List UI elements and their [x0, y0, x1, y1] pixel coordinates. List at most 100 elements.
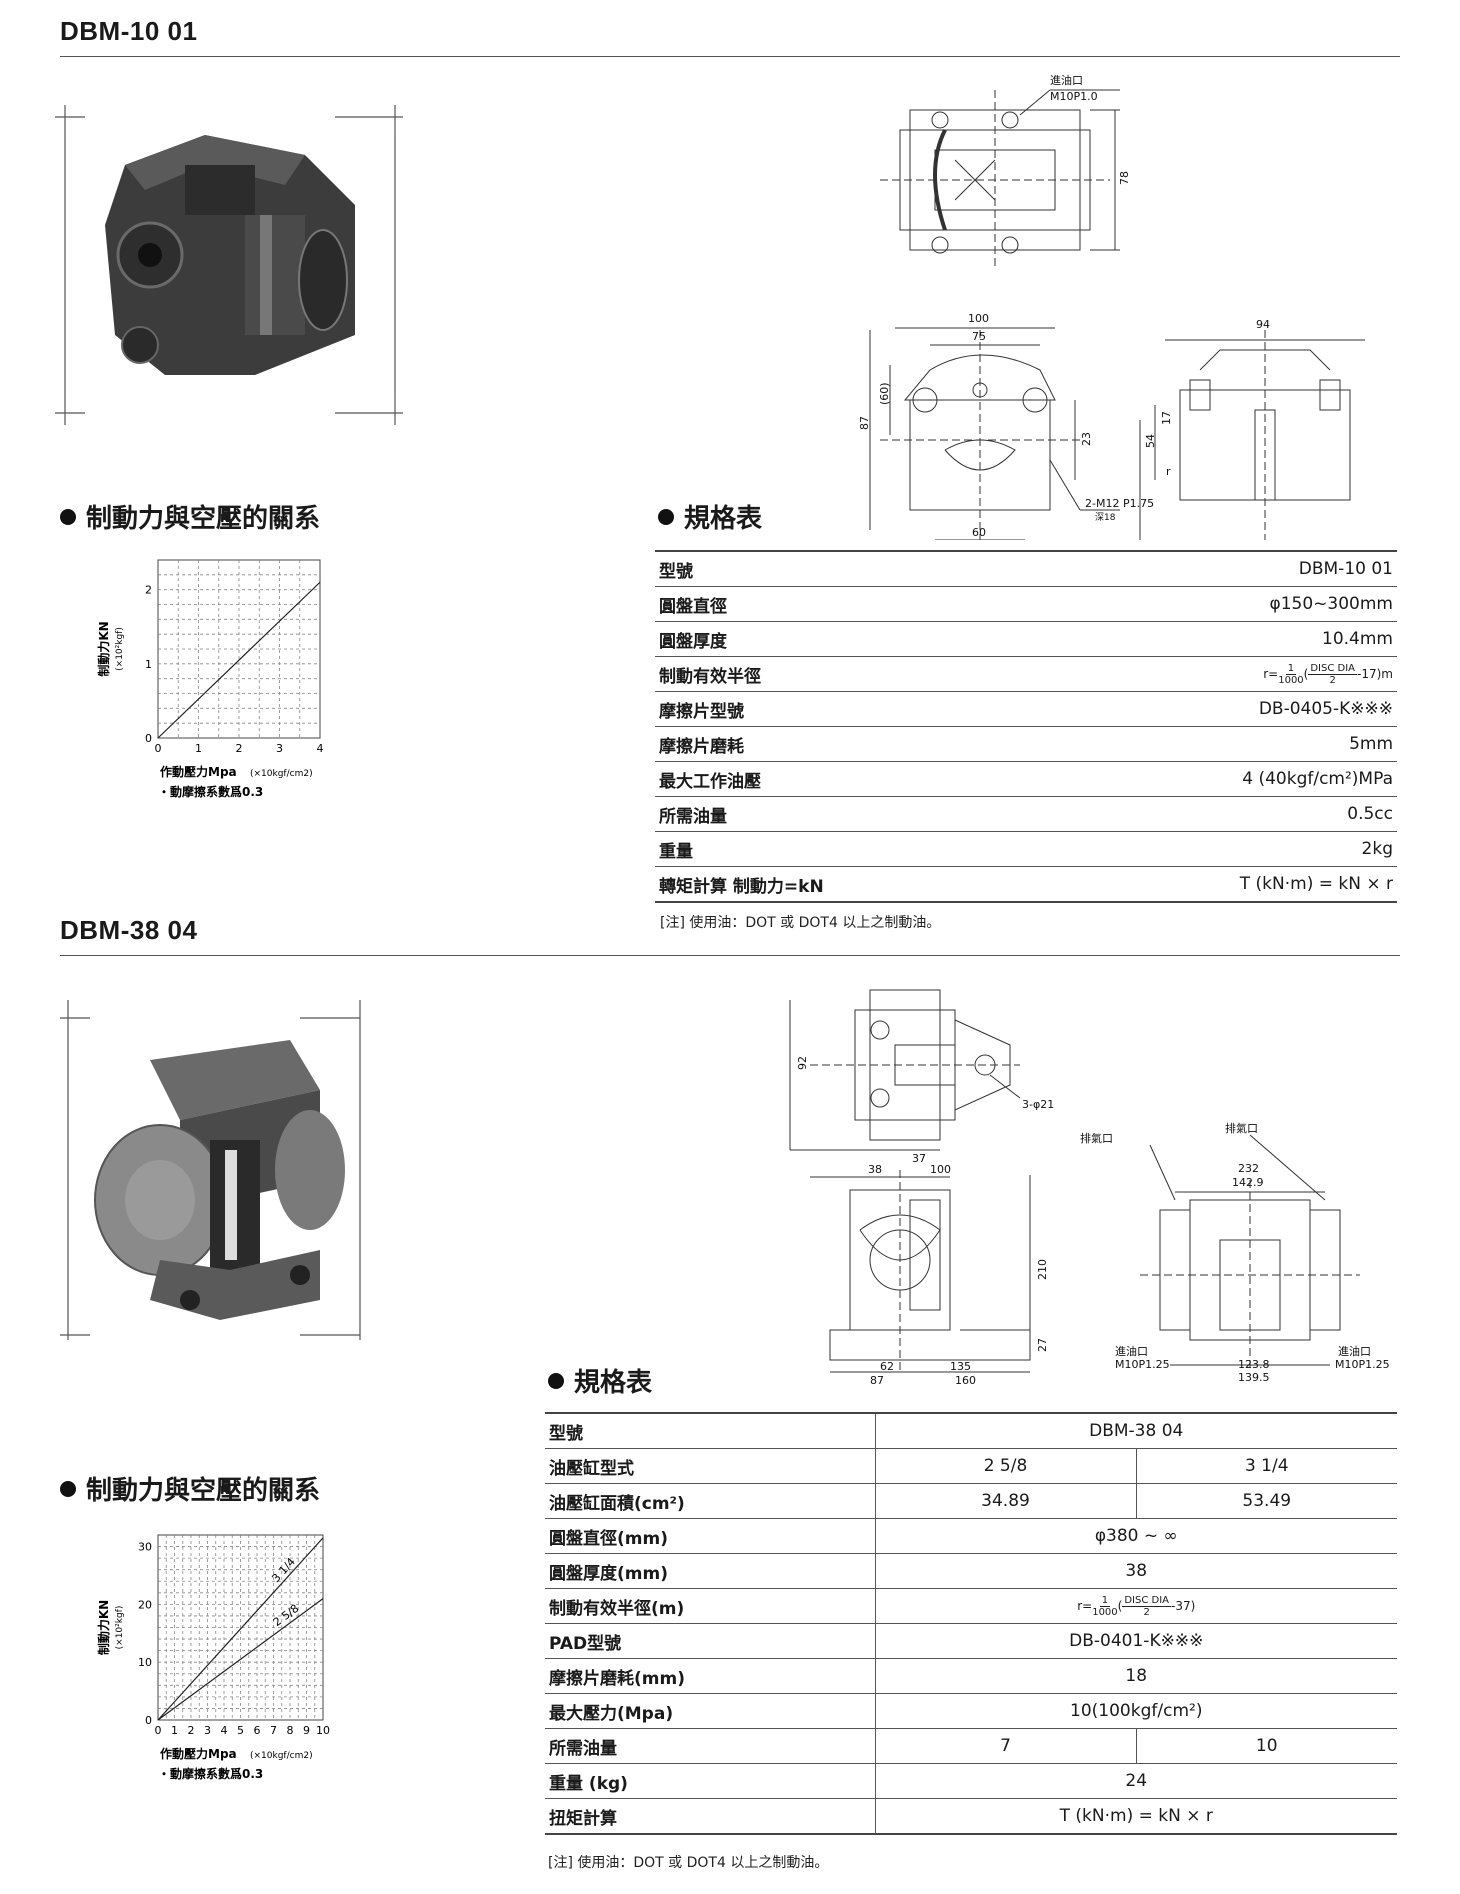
spec-value: T (kN·m) = kN × r: [875, 1798, 1397, 1835]
spec-value: 5mm: [1038, 726, 1397, 762]
spec-label: 轉矩計算 制動力=kN: [655, 866, 1039, 903]
dbm10-technical-drawing: 進油口 M10P1.0 78 100 75 94 (60) 87 23 54 1…: [700, 70, 1400, 541]
dim-160: 160: [955, 1374, 976, 1387]
dbm10-inlet-label: 進油口: [1050, 73, 1083, 87]
spec-value: 7: [875, 1728, 1137, 1764]
dim-17: 17: [1160, 411, 1173, 425]
dbm38-technical-drawing: 92 3-φ21 37 38 100 210 27 62 135 87 160 …: [780, 970, 1400, 1390]
x-tick-label: 4: [221, 1724, 228, 1737]
exhaust-label-right: 排氣口: [1225, 1121, 1258, 1135]
x-tick-label: 1: [195, 742, 202, 755]
y-axis-label: 制動力KN: [96, 621, 111, 676]
x-tick-label: 5: [237, 1724, 244, 1737]
spec-value: 38: [875, 1553, 1397, 1589]
spec-label: 圓盤厚度: [655, 621, 1039, 657]
dim-38: 38: [868, 1163, 882, 1176]
friction-note: ・動摩擦系數爲0.3: [158, 1766, 263, 1781]
exhaust-label-left: 排氣口: [1080, 1131, 1113, 1145]
spec-row: 重量 (kg)24: [545, 1763, 1397, 1799]
bullet-icon: [658, 508, 674, 525]
spec-label: 制動有效半徑(m): [545, 1588, 876, 1624]
spec-label: 圓盤厚度(mm): [545, 1553, 876, 1589]
bullet-icon: [60, 1480, 76, 1497]
section2-spec-title: 規格表: [548, 1362, 652, 1399]
y-tick-label: 30: [138, 1541, 152, 1554]
spec-value: DB-0401-K※※※: [875, 1623, 1397, 1659]
spec-value: DBM-10 01: [1038, 550, 1397, 587]
spec-value: φ150~300mm: [1038, 586, 1397, 622]
x-tick-label: 6: [254, 1724, 261, 1737]
x-tick-label: 3: [204, 1724, 211, 1737]
dim-60p: (60): [878, 382, 891, 405]
section2-relation-title: 制動力與空壓的關系: [60, 1470, 320, 1507]
dim-37: 37: [912, 1152, 926, 1165]
x-tick-label: 2: [236, 742, 243, 755]
dim-87-b: 87: [870, 1374, 884, 1387]
spec-value: 24: [875, 1763, 1397, 1799]
section1-relation-title: 制動力與空壓的關系: [60, 498, 320, 535]
spec-value: 34.89: [875, 1483, 1137, 1519]
spec-label: 最大工作油壓: [655, 761, 1039, 797]
dim-142-9: 142.9: [1232, 1176, 1264, 1189]
spec-label: 扭矩計算: [545, 1798, 876, 1835]
spec-value: 53.49: [1136, 1483, 1397, 1519]
dim-92: 92: [796, 1056, 809, 1070]
dim-210: 210: [1036, 1259, 1049, 1280]
y-axis-unit: (×10²kgf): [115, 627, 125, 671]
dim-27: 27: [1036, 1338, 1049, 1352]
y-tick-label: 20: [138, 1598, 152, 1611]
dim-r: r: [1166, 465, 1171, 478]
spec-value: 3 1/4: [1136, 1448, 1397, 1484]
dim-87: 87: [858, 416, 871, 430]
y-axis-label: 制動力KN: [96, 1600, 111, 1655]
dbm38-product-photo: [60, 1000, 370, 1340]
holes-label: 3-φ21: [1022, 1098, 1054, 1111]
spec-label: 最大壓力(Mpa): [545, 1693, 876, 1729]
spec-value: 10: [1136, 1728, 1397, 1764]
dim-60: 60: [972, 526, 986, 539]
y-tick-label: 1: [145, 658, 152, 671]
x-tick-label: 0: [155, 1724, 162, 1737]
bullet-icon: [60, 508, 76, 525]
spec-label: 所需油量: [545, 1728, 876, 1764]
section1-title: DBM-10 01: [60, 16, 198, 46]
spec-label: 摩擦片磨耗: [655, 726, 1039, 762]
spec-label: 型號: [655, 550, 1039, 587]
x-tick-label: 9: [303, 1724, 310, 1737]
spec-value: 2kg: [1038, 831, 1397, 867]
spec-value: DB-0405-K※※※: [1038, 691, 1397, 727]
friction-note: ・動摩擦系數爲0.3: [158, 784, 263, 799]
spec-label: 油壓缸面積(cm²): [545, 1483, 876, 1519]
x-tick-label: 0: [155, 742, 162, 755]
section1-note: [注] 使用油：DOT 或 DOT4 以上之制動油。: [660, 915, 941, 931]
dim-62: 62: [880, 1360, 894, 1373]
section2-title: DBM-38 04: [60, 915, 198, 945]
x-axis-label: 作動壓力Mpa: [160, 1746, 237, 1761]
dim-94: 94: [1256, 318, 1270, 331]
spec-value: 10.4mm: [1038, 621, 1397, 657]
x-tick-label: 1: [171, 1724, 178, 1737]
x-tick-label: 2: [188, 1724, 195, 1737]
dbm10-inlet-thread: M10P1.0: [1050, 90, 1098, 103]
x-tick-label: 3: [276, 742, 283, 755]
spec-value: DBM-38 04: [875, 1412, 1397, 1449]
spec-row: 圓盤厚度(mm)38: [545, 1553, 1397, 1589]
spec-label: 圓盤直徑: [655, 586, 1039, 622]
spec-value: 2 5/8: [875, 1448, 1137, 1484]
spec-label: 重量 (kg): [545, 1763, 876, 1799]
spec-label: 油壓缸型式: [545, 1448, 876, 1484]
dim-75: 75: [972, 330, 986, 343]
section1-rule: [60, 56, 1400, 57]
spec-value: 4 (40kgf/cm²)MPa: [1038, 761, 1397, 797]
spec-label: 所需油量: [655, 796, 1039, 832]
spec-label: 型號: [545, 1412, 876, 1449]
x-tick-label: 7: [270, 1724, 277, 1737]
